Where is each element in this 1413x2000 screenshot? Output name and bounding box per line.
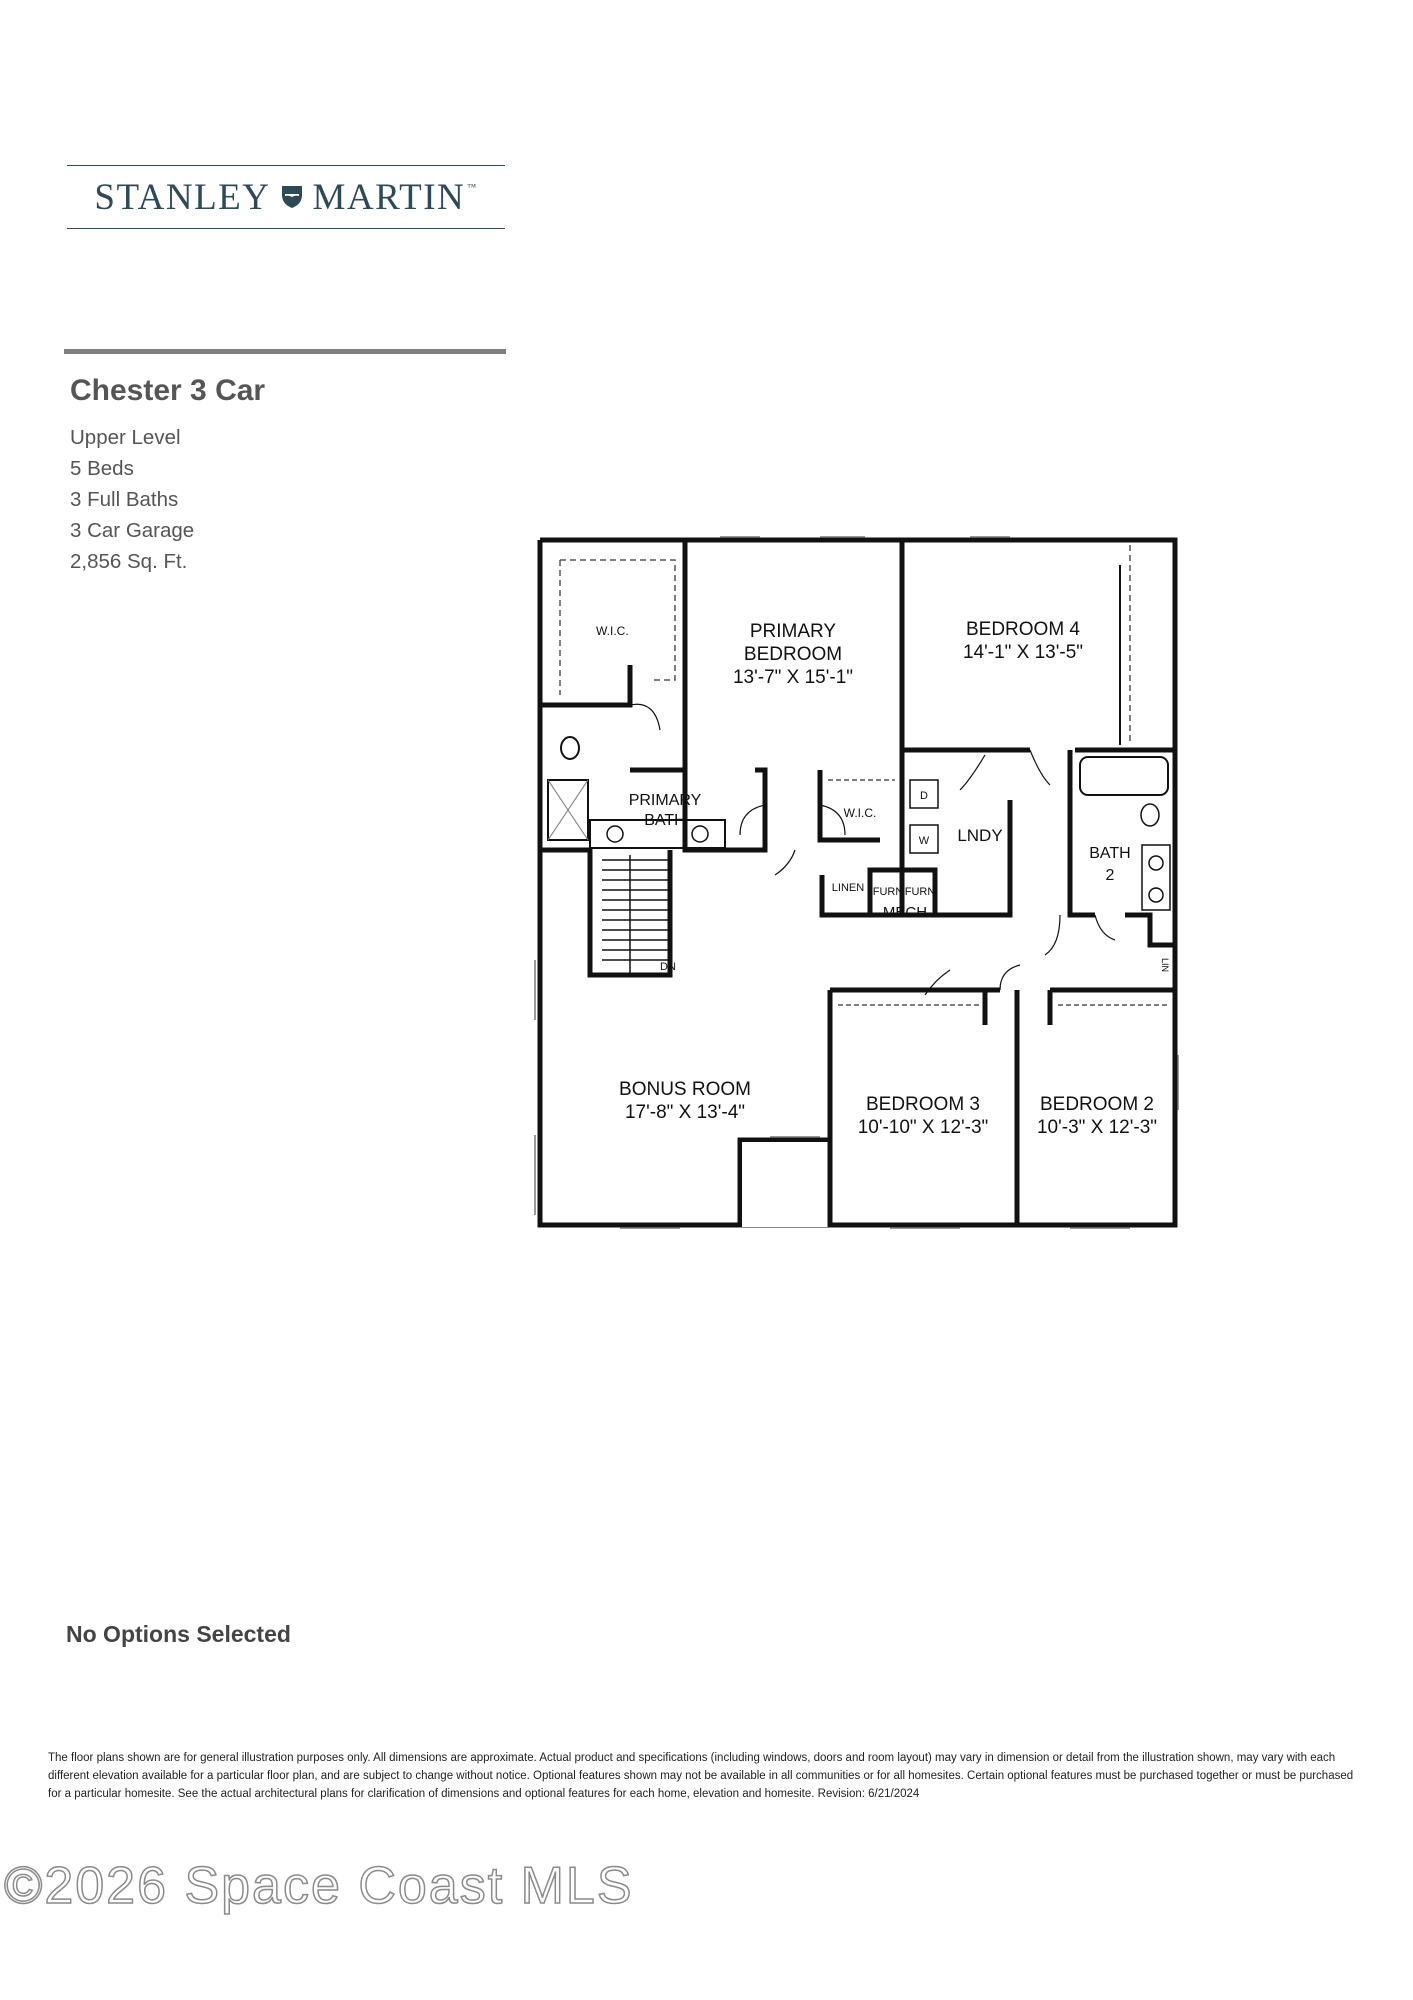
plan-level: Upper Level [70, 426, 181, 449]
primary-bath-label-2: BATH [644, 812, 685, 829]
plan-beds: 5 Beds [70, 457, 134, 480]
section-divider [64, 349, 506, 354]
plan-area: 2,856 Sq. Ft. [70, 550, 188, 573]
stairs-down-label: DN [660, 961, 676, 973]
brand-name-left: STANLEY [94, 176, 271, 218]
primary-bedroom-label-1: PRIMARY [750, 621, 837, 642]
plan-baths: 3 Full Baths [70, 488, 179, 511]
primary-bedroom-label-2: BEDROOM [744, 644, 842, 665]
shield-icon [280, 176, 304, 219]
bedroom3-dimensions: 10'-10" X 12'-3" [858, 1117, 989, 1138]
lin-label: LIN [1160, 958, 1170, 972]
bonus-room-dimensions: 17'-8" X 13'-4" [625, 1102, 745, 1123]
dryer-label: D [920, 790, 928, 802]
bonus-room-label: BONUS ROOM [619, 1079, 751, 1100]
primary-bedroom-dimensions: 13'-7" X 15'-1" [733, 667, 853, 688]
mech-label: MECH [883, 904, 927, 921]
bedroom2-label: BEDROOM 2 [1040, 1094, 1154, 1115]
disclaimer-text: The floor plans shown are for general il… [48, 1752, 1354, 1800]
watermark: ©2026 Space Coast MLS [3, 1856, 634, 1916]
primary-wic-label: W.I.C. [596, 624, 629, 638]
brand-name-right: MARTIN [312, 176, 466, 218]
brand-wordmark: STANLEY MARTIN ™ [67, 166, 505, 228]
laundry-label: LNDY [957, 826, 1002, 845]
bedroom4-label: BEDROOM 4 [966, 619, 1080, 640]
brand-rule-top [67, 165, 505, 166]
floor-plan-drawing: W.I.C. PRIMARY BEDROOM 13'-7" X 15'-1" B… [534, 536, 1179, 1229]
linen-label: LINEN [832, 882, 864, 894]
bedroom4-dimensions: 14'-1" X 13'-5" [963, 642, 1083, 663]
options-status: No Options Selected [66, 1621, 291, 1647]
brand-logo: STANLEY MARTIN ™ [67, 165, 505, 229]
brand-rule-bottom [67, 228, 505, 229]
plan-garage: 3 Car Garage [70, 519, 195, 542]
plan-info: Chester 3 Car Upper Level 5 Beds 3 Full … [70, 374, 470, 577]
washer-label: W [919, 835, 930, 847]
primary-bath-label-1: PRIMARY [629, 792, 702, 809]
bath2-label-2: 2 [1106, 867, 1115, 884]
bath2-label-1: BATH [1089, 845, 1130, 862]
furnace2-label: FURN [905, 886, 936, 898]
wic2-label: W.I.C. [844, 806, 877, 820]
bedroom3-label: BEDROOM 3 [866, 1094, 980, 1115]
plan-name: Chester 3 Car [70, 374, 266, 407]
trademark-symbol: ™ [467, 182, 478, 192]
furnace1-label: FURN [873, 886, 904, 898]
bedroom2-dimensions: 10'-3" X 12'-3" [1037, 1117, 1157, 1138]
floor-plan: W.I.C. PRIMARY BEDROOM 13'-7" X 15'-1" B… [530, 525, 1205, 1235]
